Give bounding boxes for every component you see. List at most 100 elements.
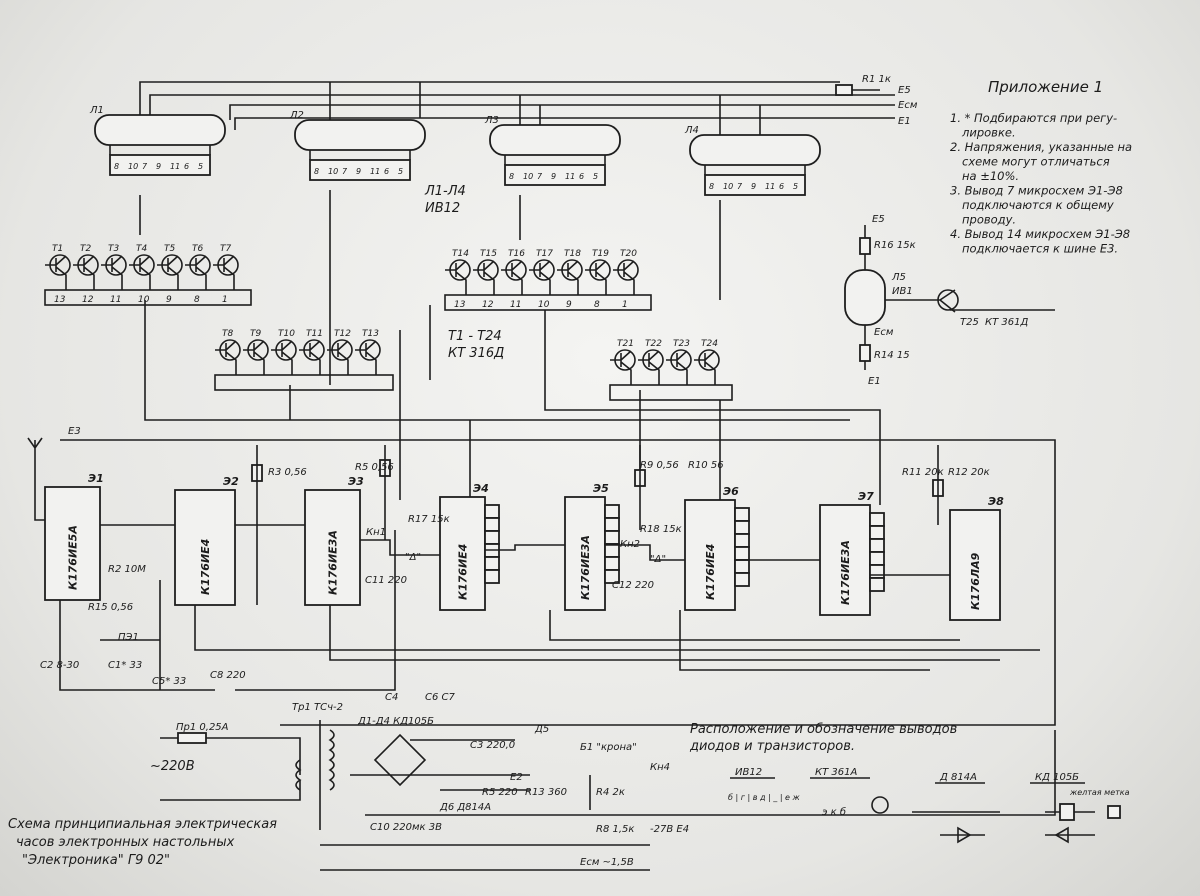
- chip-type: К176ИЕ3А: [839, 540, 852, 605]
- r16-label: R16 15к: [874, 240, 916, 251]
- kd105-note: желтая метка: [1069, 788, 1130, 797]
- diode-bridge: [373, 733, 427, 787]
- chip-ref: Э2: [223, 475, 239, 488]
- transistor-label: T22: [645, 339, 662, 349]
- title-line-2: часов электронных настольных: [16, 835, 235, 850]
- lamp-pin: 6: [384, 167, 389, 176]
- transistor-label: T9: [250, 329, 261, 339]
- quartz-label: ПЭ1: [118, 632, 139, 643]
- transistor-label: T20: [620, 249, 637, 259]
- appendix-note: подключаются к общему: [962, 198, 1114, 212]
- transistor-label: T13: [362, 329, 379, 339]
- appendix-note: 2. Напряжения, указанные на: [950, 140, 1132, 154]
- transistor-pin: 1: [622, 300, 628, 310]
- lamp-pin: 9: [156, 162, 161, 171]
- transistor-label: T23: [673, 339, 690, 349]
- pinout-heading-2: диодов и транзисторов.: [689, 739, 855, 754]
- transistor-pin: 11: [110, 295, 121, 305]
- transistor-arrays: T113T212T311T410T59T68T71T1413T1512T1611…: [44, 244, 733, 401]
- transistor-label: T19: [592, 249, 609, 259]
- kn1-label[interactable]: Кн1: [366, 527, 386, 538]
- r14-label: R14 15: [874, 350, 910, 361]
- chip-type: К176ИЕ5А: [67, 525, 80, 590]
- transistor-pin: 13: [454, 300, 466, 310]
- appendix-note: схеме могут отличаться: [962, 155, 1110, 169]
- appendix-note: проводу.: [962, 213, 1016, 227]
- t25-name: T25: [960, 317, 979, 328]
- c10-label: C10 220мк 3В: [370, 822, 442, 833]
- rail-ecm-label: Есм: [898, 100, 918, 111]
- c5-label: C5* 33: [152, 676, 186, 687]
- appendix-title: Приложение 1: [988, 78, 1103, 96]
- transistor-range-label: T1 - T24: [448, 329, 502, 344]
- chip-ref: Э4: [473, 482, 489, 495]
- appendix-note: 4. Вывод 14 микросхем Э1-Э8: [950, 227, 1130, 241]
- transistor-pin: 13: [54, 295, 66, 305]
- lamp-pin: 5: [398, 167, 403, 176]
- appendix-notes: Приложение 1 1. * Подбираются при регу-л…: [950, 78, 1132, 256]
- ecm-label: Есм ~1,5В: [580, 857, 634, 868]
- kn1-delta: "Δ": [405, 552, 421, 563]
- chip-ref: Э6: [723, 485, 739, 498]
- lamp-pin: 9: [751, 182, 756, 191]
- lamp-name: Л1: [89, 105, 104, 116]
- transistor-pin: 12: [82, 295, 94, 305]
- r18-label: R18 15к: [640, 524, 682, 535]
- lamp-pin: 7: [142, 162, 148, 171]
- transistor-label: T4: [136, 244, 147, 254]
- rail-e1-label: Е1: [898, 116, 911, 127]
- appendix-note: лировке.: [961, 126, 1016, 140]
- kn2-label[interactable]: Кн2: [620, 539, 640, 550]
- transistor-pin: 10: [538, 300, 550, 310]
- chip-type: К176ЛА9: [969, 552, 982, 610]
- battery-label: Б1 "крона": [580, 742, 637, 753]
- chip-ref: Э8: [988, 495, 1004, 508]
- lamp-pin: 10: [128, 162, 138, 171]
- pinout-heading-1: Расположение и обозначение выводов: [690, 722, 957, 737]
- c3-label: C3 220,0: [470, 740, 515, 751]
- pinout-kd105: КД 105Б: [1035, 772, 1079, 783]
- transistor-type-label: КТ 316Д: [448, 346, 504, 361]
- lamp-pin: 11: [370, 167, 380, 176]
- kn2-delta: "Δ": [650, 554, 666, 565]
- c11-label: C11 220: [365, 575, 407, 586]
- transistor-label: T6: [192, 244, 203, 254]
- transistor-label: T16: [508, 249, 525, 259]
- ic-chips: Э1К176ИЕ5АЭ2К176ИЕ4Э3К176ИЕ3АЭ4К176ИЕ4Э5…: [44, 472, 1004, 621]
- pinout-legend: Расположение и обозначение выводов диодо…: [689, 722, 1130, 844]
- lamp-pin: 5: [593, 172, 598, 181]
- lamp-pin: 10: [723, 182, 733, 191]
- e2-label: Е2: [510, 772, 523, 783]
- kn4-label[interactable]: Кн4: [650, 762, 670, 773]
- c6c7-label: C6 C7: [425, 692, 456, 703]
- transformer-coils: [295, 729, 335, 791]
- lamp-name: Л3: [484, 115, 499, 126]
- kt361-pins: э к б: [822, 806, 846, 818]
- e4-label: -27В Е4: [650, 824, 689, 835]
- lamp-pin: 7: [737, 182, 743, 191]
- transistor-label: T14: [452, 249, 469, 259]
- transistor-label: T8: [222, 329, 233, 339]
- r1-resistor: [835, 84, 853, 96]
- drawing-title: Схема принципиальная электрическая часов…: [8, 817, 277, 868]
- transistor-label: T3: [108, 244, 119, 254]
- lamp-pin: 6: [779, 182, 784, 191]
- lamp-pin: 7: [342, 167, 348, 176]
- r15-label: R15 0,56: [88, 602, 133, 613]
- transistor-pin: 1: [222, 295, 228, 305]
- lamp-name: Л4: [684, 125, 699, 136]
- transistor-label: T12: [334, 329, 351, 339]
- chip-ref: Э1: [88, 472, 104, 485]
- lamp-pin: 9: [551, 172, 556, 181]
- lamp-pin: 8: [114, 162, 119, 171]
- transistor-pin: 12: [482, 300, 494, 310]
- r5-label: R5 0,56: [355, 462, 394, 473]
